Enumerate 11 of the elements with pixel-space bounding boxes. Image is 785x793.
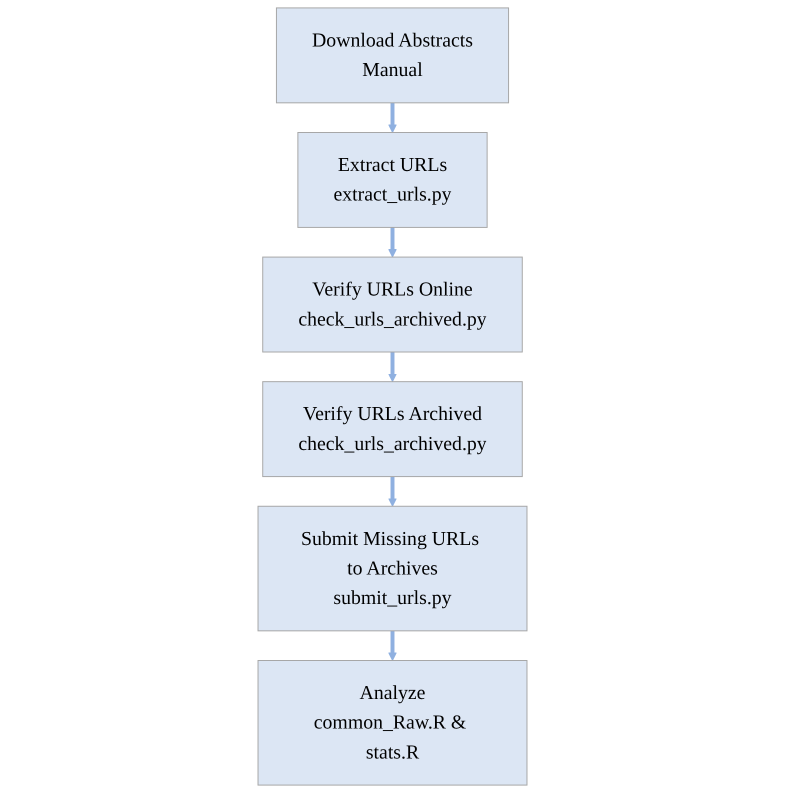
- node-box: Submit Missing URLs to Archives submit_urls.py: [258, 506, 528, 632]
- arrow: [388, 476, 397, 507]
- node-box: Analyze common_Raw.R & stats.R: [258, 660, 528, 786]
- node-box: Verify URLs Online check_urls_archived.py: [262, 256, 523, 352]
- node-box: Verify URLs Archived check_urls_archived.py: [262, 381, 523, 478]
- node-box: Extract URLs extract_urls.py: [297, 132, 488, 228]
- arrow: [388, 102, 397, 133]
- node-box: Download Abstracts Manual: [276, 7, 510, 104]
- arrow: [388, 227, 397, 258]
- arrow: [388, 630, 397, 661]
- arrow: [388, 352, 397, 382]
